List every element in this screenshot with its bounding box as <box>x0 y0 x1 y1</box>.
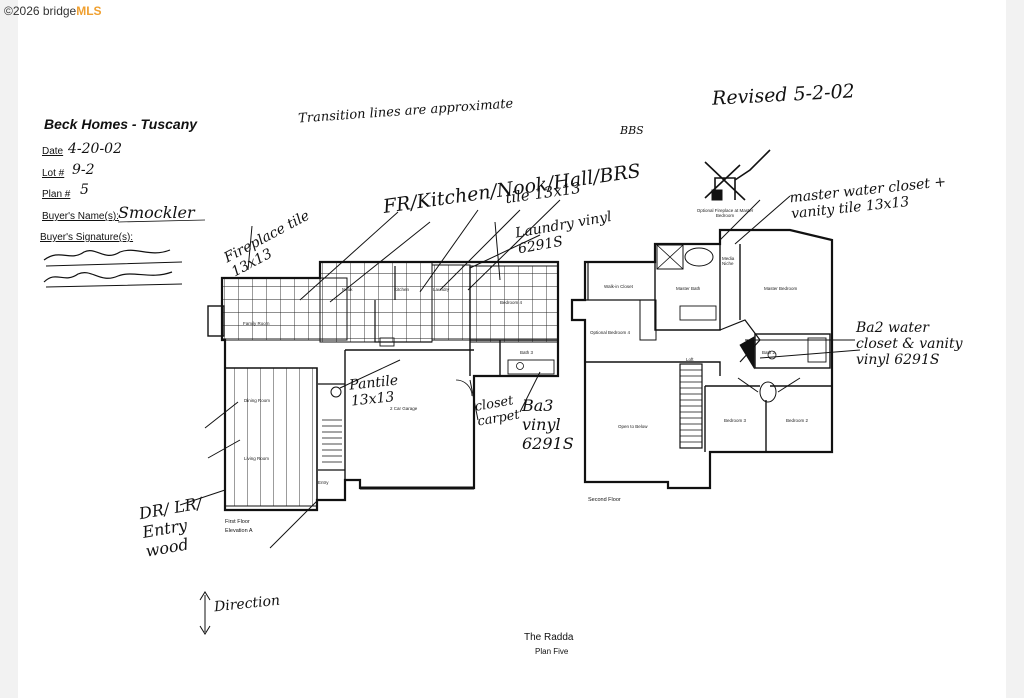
date-label: Date <box>42 146 64 157</box>
annotation-leader-lines <box>179 195 861 635</box>
room-optional-bedroom4: Optional Bedroom 4 <box>590 330 631 335</box>
builder-title: Beck Homes - Tuscany <box>44 116 198 132</box>
lot-label: Lot # <box>42 168 65 179</box>
first-floor-plan <box>207 260 560 512</box>
room-walkin-closet: Walk-in Closet <box>604 284 633 289</box>
date-value: 4-20-02 <box>68 141 122 157</box>
room-master-bath: Master Bath <box>676 286 701 291</box>
note-bath2-vinyl: Ba2 water closet & vanity vinyl 6291S <box>856 320 963 368</box>
stairs-first-floor <box>322 419 342 463</box>
nook-tile <box>431 264 471 341</box>
caption-plan-name: The Radda <box>524 632 574 643</box>
room-bedroom2: Bedroom 2 <box>786 418 809 423</box>
room-bedroom3: Bedroom 3 <box>724 418 747 423</box>
note-dining-living-entry-wood: DR/ LR/ Entry wood <box>137 493 204 561</box>
caption-first-floor: First Floor <box>225 519 250 525</box>
buyer-name-label: Buyer's Name(s): <box>42 211 119 222</box>
note-brs-superscript: BBS <box>620 124 644 137</box>
room-living: Living Room <box>244 456 270 461</box>
buyer-name-value: Smockler <box>118 203 195 222</box>
caption-elevation: Elevation A <box>225 528 253 534</box>
fireplace-bump <box>207 305 225 337</box>
floor-plan-sheet <box>18 0 1006 698</box>
room-bedroom4: Bedroom 4 <box>500 300 523 305</box>
room-optional-fireplace: Optional Fireplace at Master Bedroom <box>696 208 754 218</box>
bridge-mls-watermark: ©2026 bridgeMLS <box>4 4 102 18</box>
caption-second-floor: Second Floor <box>588 497 621 503</box>
watermark-prefix: ©2026 bridge <box>4 4 77 18</box>
room-garage: 2 Car Garage <box>390 406 418 411</box>
room-loft: Loft <box>686 357 694 362</box>
lot-value: 9-2 <box>72 162 95 178</box>
room-open-to-below: Open to Below <box>618 424 648 429</box>
plan-value: 5 <box>80 182 89 198</box>
plan-label: Plan # <box>42 189 71 200</box>
signature-scribble-2 <box>43 271 173 283</box>
room-bath3: Bath 3 <box>520 350 534 355</box>
room-media-niche: Media Niche <box>722 256 735 266</box>
room-laundry: Laundry <box>433 287 450 292</box>
room-entry: Entry <box>318 480 329 485</box>
buyer-signature-label: Buyer's Signature(s): <box>40 232 134 243</box>
watermark-brand: MLS <box>76 4 102 18</box>
caption-plan-number: Plan Five <box>535 647 569 656</box>
room-master-bedroom: Master Bedroom <box>764 286 798 291</box>
room-kitchen: Kitchen <box>394 287 410 292</box>
room-dining: Dining Room <box>244 398 271 403</box>
room-nook: Nook <box>342 287 353 292</box>
stairs-second-floor <box>679 363 703 449</box>
second-floor-plan <box>570 149 834 490</box>
note-bath3-vinyl: Ba3 vinyl 6291S <box>522 396 574 453</box>
room-family: Family Room <box>243 321 270 326</box>
room-bath2: Bath 2 <box>762 350 776 355</box>
signature-scribble-1 <box>43 249 171 261</box>
kitchen-tile <box>319 261 433 343</box>
